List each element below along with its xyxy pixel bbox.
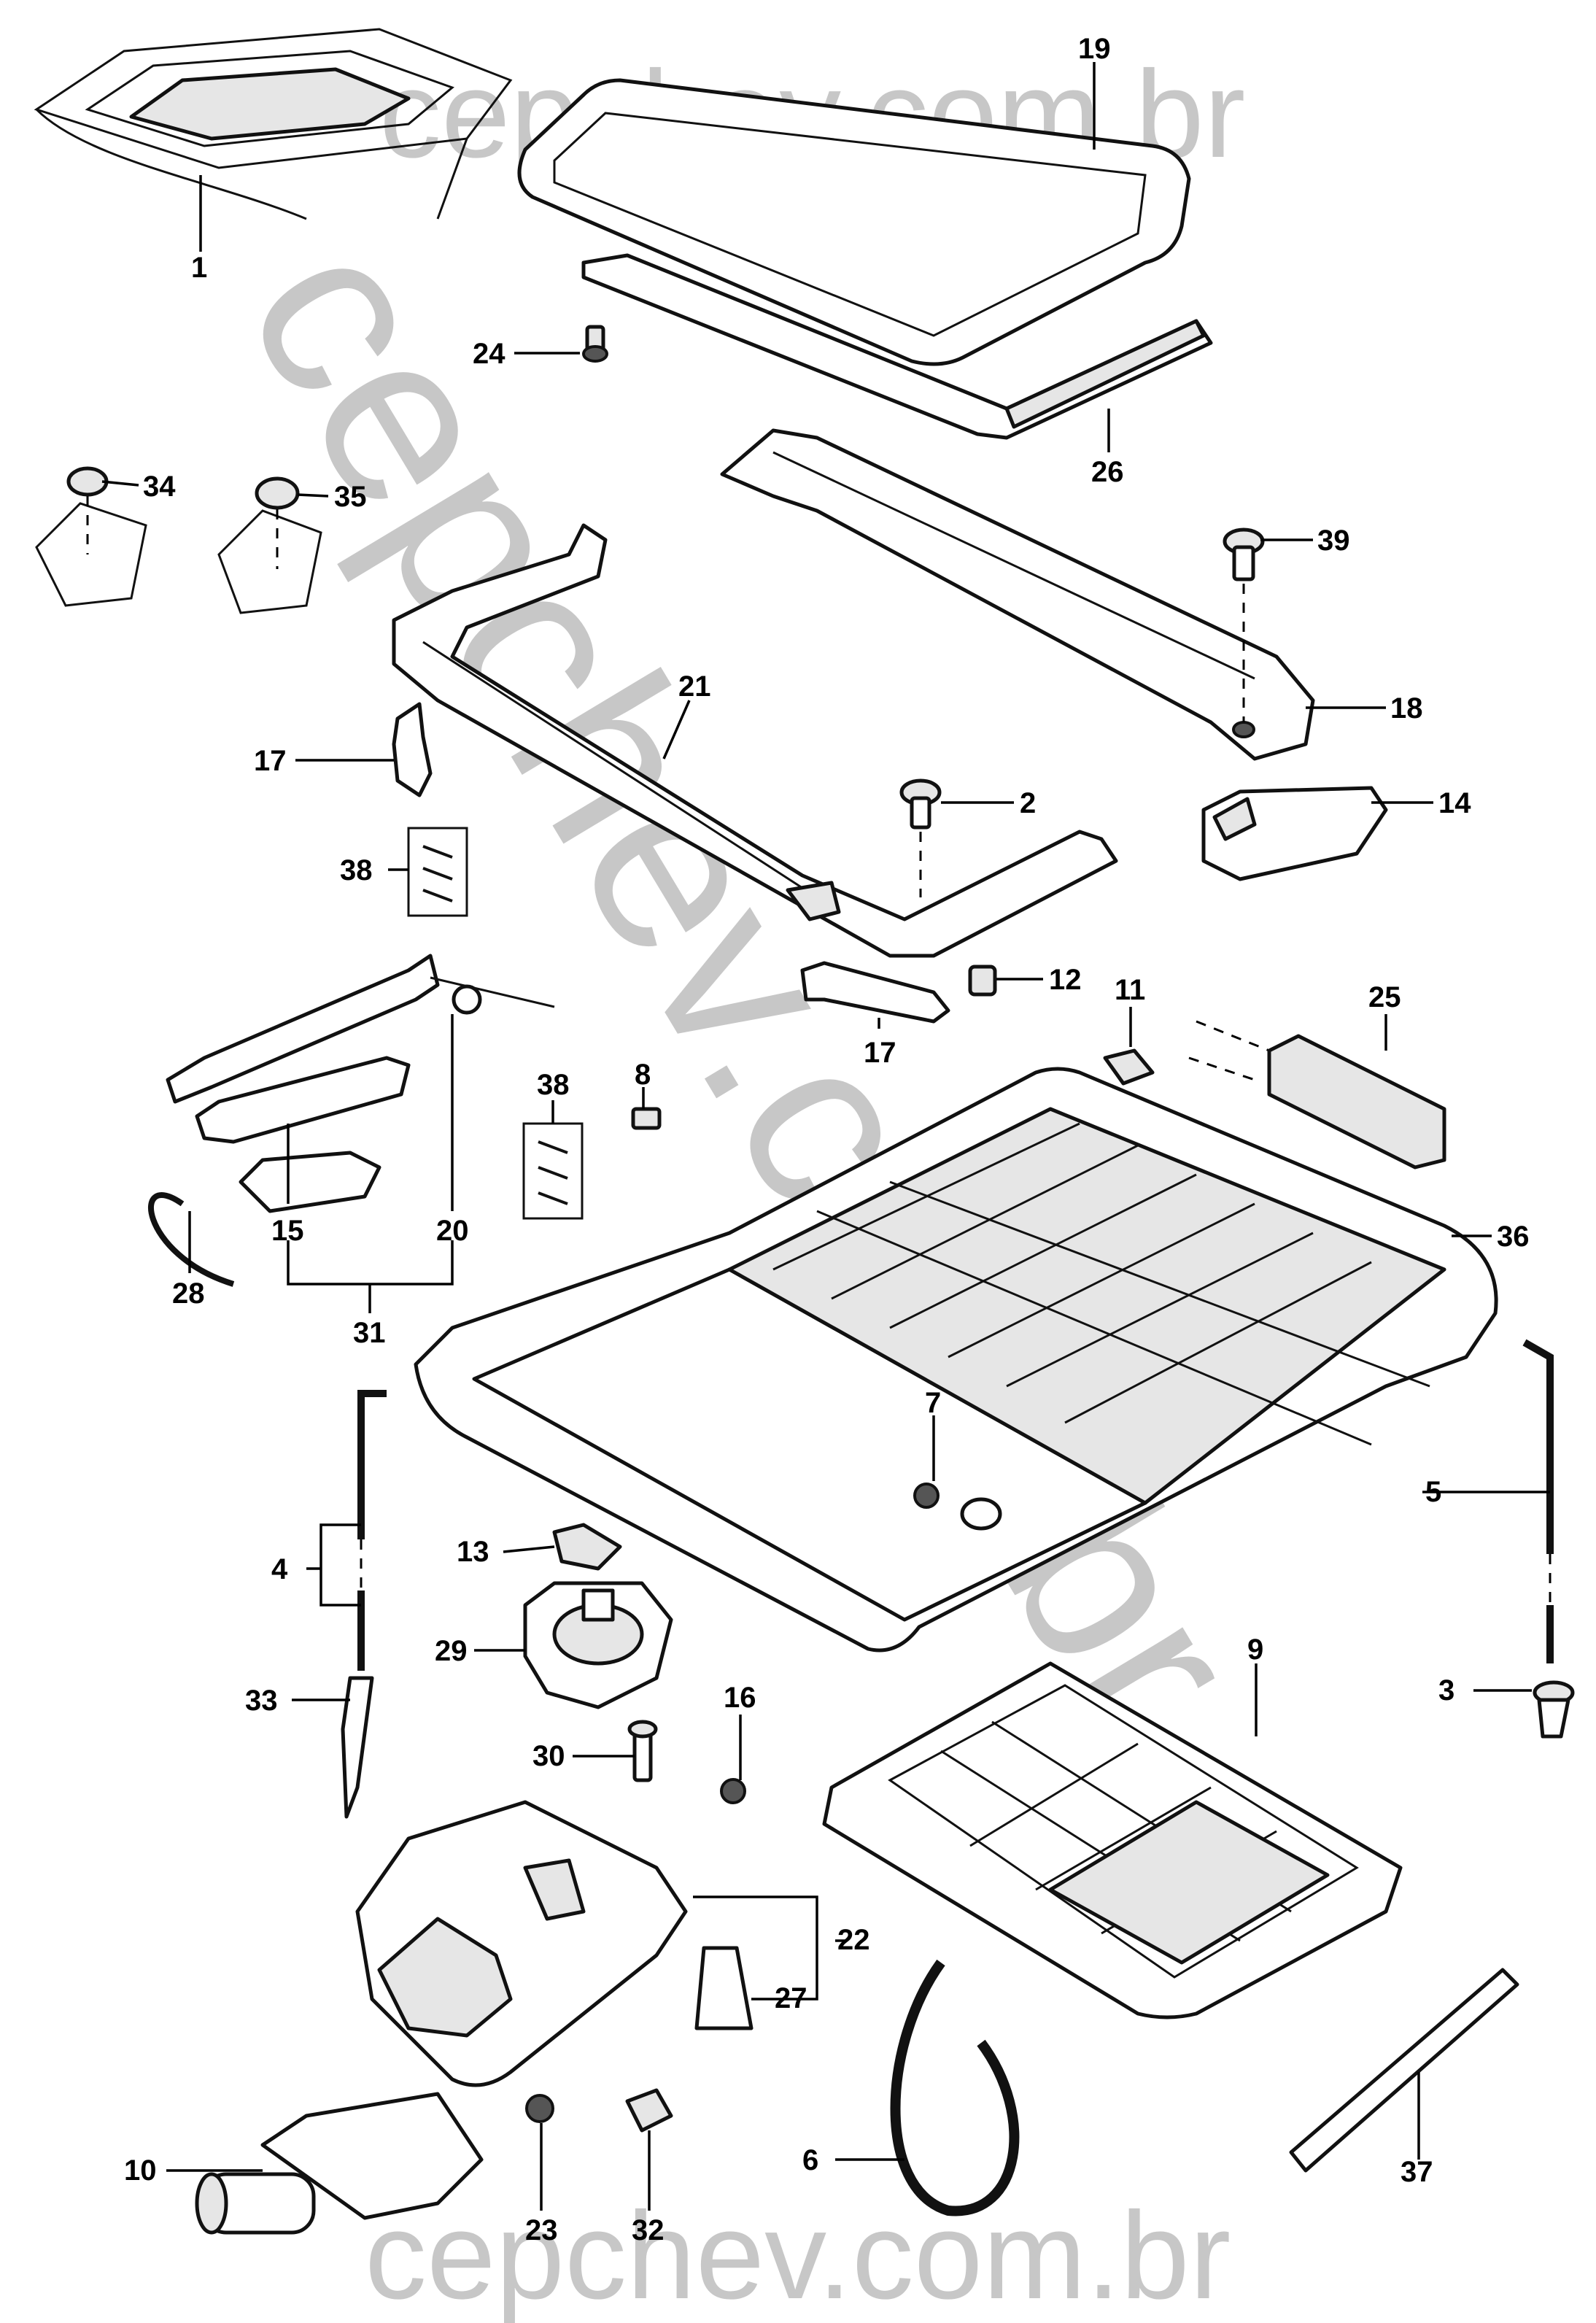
part-23-screw [525,2094,554,2123]
part-17-slide-upper [392,702,433,797]
part-24-screw [582,325,608,363]
callout-26: 26 [1091,456,1124,488]
callout-11: 11 [1115,974,1145,1006]
part-8-screw [631,1107,662,1130]
part-18-rear-frame [720,428,1315,761]
part-29-gear-drive [523,1581,673,1709]
part-17-slide-lower [800,961,950,1024]
callout-21: 21 [678,670,711,703]
callout-7: 7 [925,1387,941,1419]
callout-labels: 1 19 24 26 34 35 39 18 21 17 14 2 38 12 … [124,33,1530,2246]
part-1-roof-overview [34,28,513,220]
callout-35: 35 [334,481,367,513]
callout-17-lower: 17 [864,1037,896,1069]
part-20-lifter-arm [166,954,555,1104]
callout-22: 22 [837,1924,870,1956]
part-28-cable [148,1192,235,1287]
callout-5: 5 [1425,1476,1441,1508]
part-12-clip [968,965,997,997]
part-36-sunroof-housing [414,1067,1498,1653]
part-39-bolt [1223,527,1265,722]
callout-3: 3 [1438,1674,1454,1707]
part-16-screw [720,1778,746,1804]
callout-12: 12 [1049,964,1082,996]
callout-37: 37 [1401,2156,1433,2188]
part-13-nut [552,1523,622,1571]
callout-23: 23 [525,2214,558,2246]
callout-14: 14 [1438,787,1471,819]
part-14-bracket [1201,786,1388,881]
watermark-bottom: cepchev.com.br [365,2187,1231,2323]
part-21-guide-frame [392,523,1118,958]
callout-19: 19 [1078,33,1111,65]
part-37-strip [1289,1968,1519,2173]
part-5-cable-right [1522,1339,1554,1663]
part-6-loop-seal [890,1959,1020,2216]
part-27-clip [694,1946,754,2030]
part-3-cable-end [1533,1680,1575,1739]
callout-28: 28 [172,1278,205,1310]
callout-18: 18 [1390,692,1423,724]
callout-1: 1 [191,252,207,284]
callout-31: 31 [353,1317,386,1349]
callout-39: 39 [1317,525,1350,557]
callout-24: 24 [473,338,505,370]
callout-20: 20 [436,1215,469,1247]
part-33-cable-end [341,1676,374,1819]
callout-4: 4 [271,1553,288,1585]
callout-16: 16 [724,1682,756,1714]
leader-lines [101,62,1550,2211]
part-38-pins-lower [522,1122,584,1220]
callout-15: 15 [271,1215,304,1247]
part-11-clip [1103,1048,1155,1086]
callout-38-lower: 38 [537,1069,570,1101]
part-38-pins-upper [407,827,468,917]
part-25-deflector [1188,1020,1446,1170]
callout-33: 33 [245,1685,278,1717]
part-15-guide-block [195,1056,411,1213]
part-7-bolt [913,1483,1002,1531]
callout-10: 10 [124,2154,157,2187]
callout-2: 2 [1020,787,1036,819]
part-9-sunshade [822,1661,1403,2019]
callout-13: 13 [457,1536,489,1568]
callout-30: 30 [532,1740,565,1772]
callout-32: 32 [632,2214,665,2246]
callout-6: 6 [802,2144,818,2176]
callout-8: 8 [635,1059,651,1091]
part-19-glass-panel [517,78,1191,366]
part-32-clip [625,2088,673,2133]
callout-17-upper: 17 [254,745,287,777]
part-30-screw [627,1720,658,1782]
part-10-motor [195,2092,484,2235]
part-2-bolt [899,778,942,897]
callout-25: 25 [1368,981,1401,1013]
part-26-seal-strip [581,253,1213,440]
part-4-cable-left [357,1390,387,1671]
callout-29: 29 [435,1635,468,1667]
callout-9: 9 [1247,1634,1263,1666]
part-34-plug [35,466,147,607]
callout-38-upper: 38 [340,854,373,886]
callout-27: 27 [775,1982,807,2014]
callout-34: 34 [143,471,176,503]
callout-36: 36 [1497,1221,1530,1253]
part-22-motor-cover [355,1800,688,2087]
part-35-plug [217,476,322,614]
